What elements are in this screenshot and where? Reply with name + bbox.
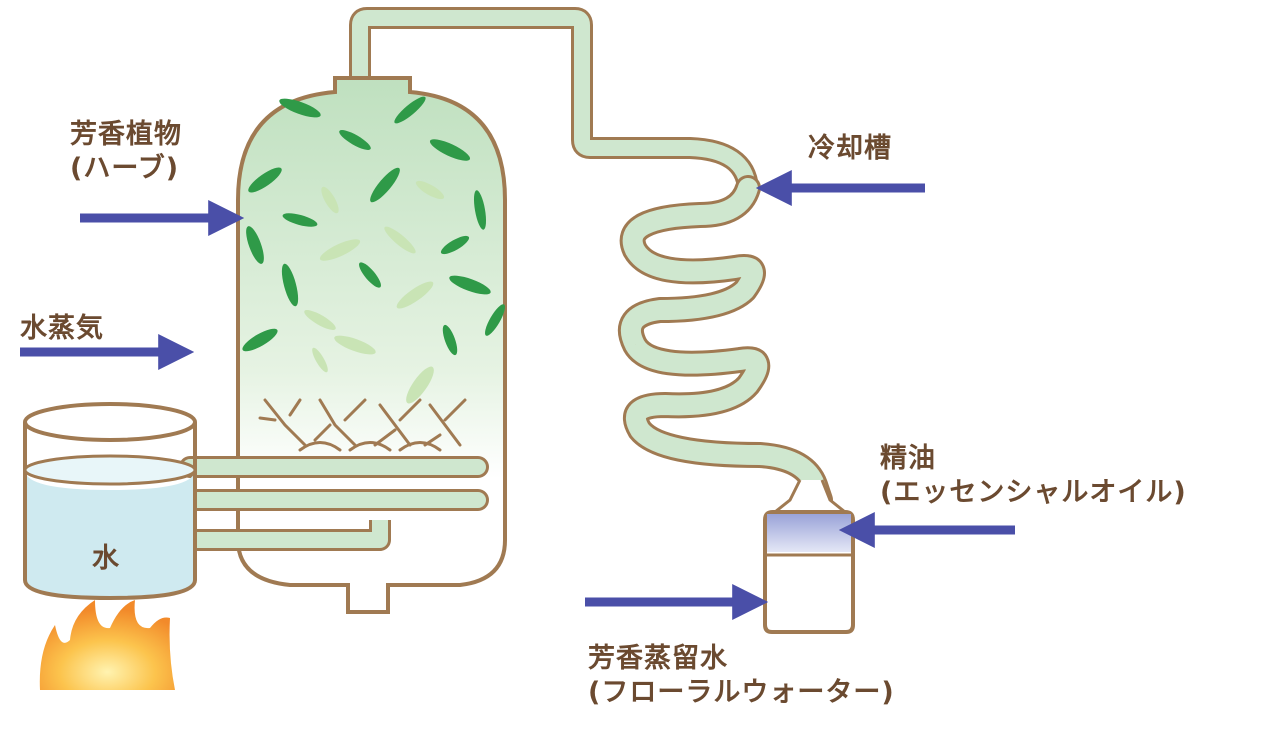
label-oil-line1: 精油 — [880, 443, 936, 474]
label-oil: 精油 (エッセンシャルオイル) — [880, 442, 1187, 510]
label-herb: 芳香植物 (ハーブ) — [70, 118, 182, 186]
label-herb-line1: 芳香植物 — [70, 119, 182, 150]
label-steam-text: 水蒸気 — [20, 313, 104, 344]
herb-stems — [258, 398, 467, 452]
fire-icon — [39, 600, 175, 690]
vapor-pipe — [349, 7, 759, 199]
label-floral: 芳香蒸留水 (フローラルウォーター) — [588, 642, 895, 710]
collection-vessel — [763, 479, 855, 634]
essential-oil-layer — [767, 514, 851, 552]
label-floral-line1: 芳香蒸留水 — [588, 643, 728, 674]
arrows — [20, 170, 1015, 620]
label-herb-line2: (ハーブ) — [70, 153, 180, 184]
steam-pipes — [179, 456, 489, 551]
label-cooler-text: 冷却槽 — [808, 133, 892, 164]
distillation-tank — [236, 76, 507, 614]
label-water: 水 — [92, 542, 120, 576]
herb-leaves — [242, 96, 505, 404]
label-oil-line2: (エッセンシャルオイル) — [880, 477, 1187, 508]
cooling-coil — [618, 175, 833, 513]
label-water-text: 水 — [92, 543, 120, 574]
label-steam: 水蒸気 — [20, 312, 104, 346]
label-floral-line2: (フローラルウォーター) — [588, 677, 895, 708]
water-pot — [23, 402, 197, 601]
label-cooler: 冷却槽 — [808, 132, 892, 166]
